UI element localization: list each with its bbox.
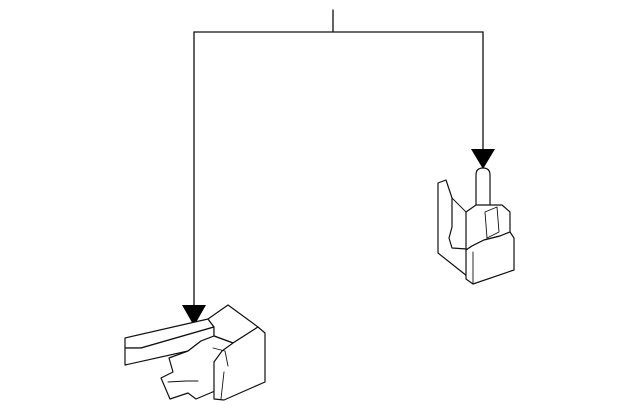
arrowhead-right: [471, 149, 495, 169]
callout-leader-lines: [193, 9, 484, 307]
bracket-clip-part: [437, 167, 515, 285]
mounting-block-part: [124, 304, 266, 401]
arrowhead-left: [182, 305, 206, 326]
